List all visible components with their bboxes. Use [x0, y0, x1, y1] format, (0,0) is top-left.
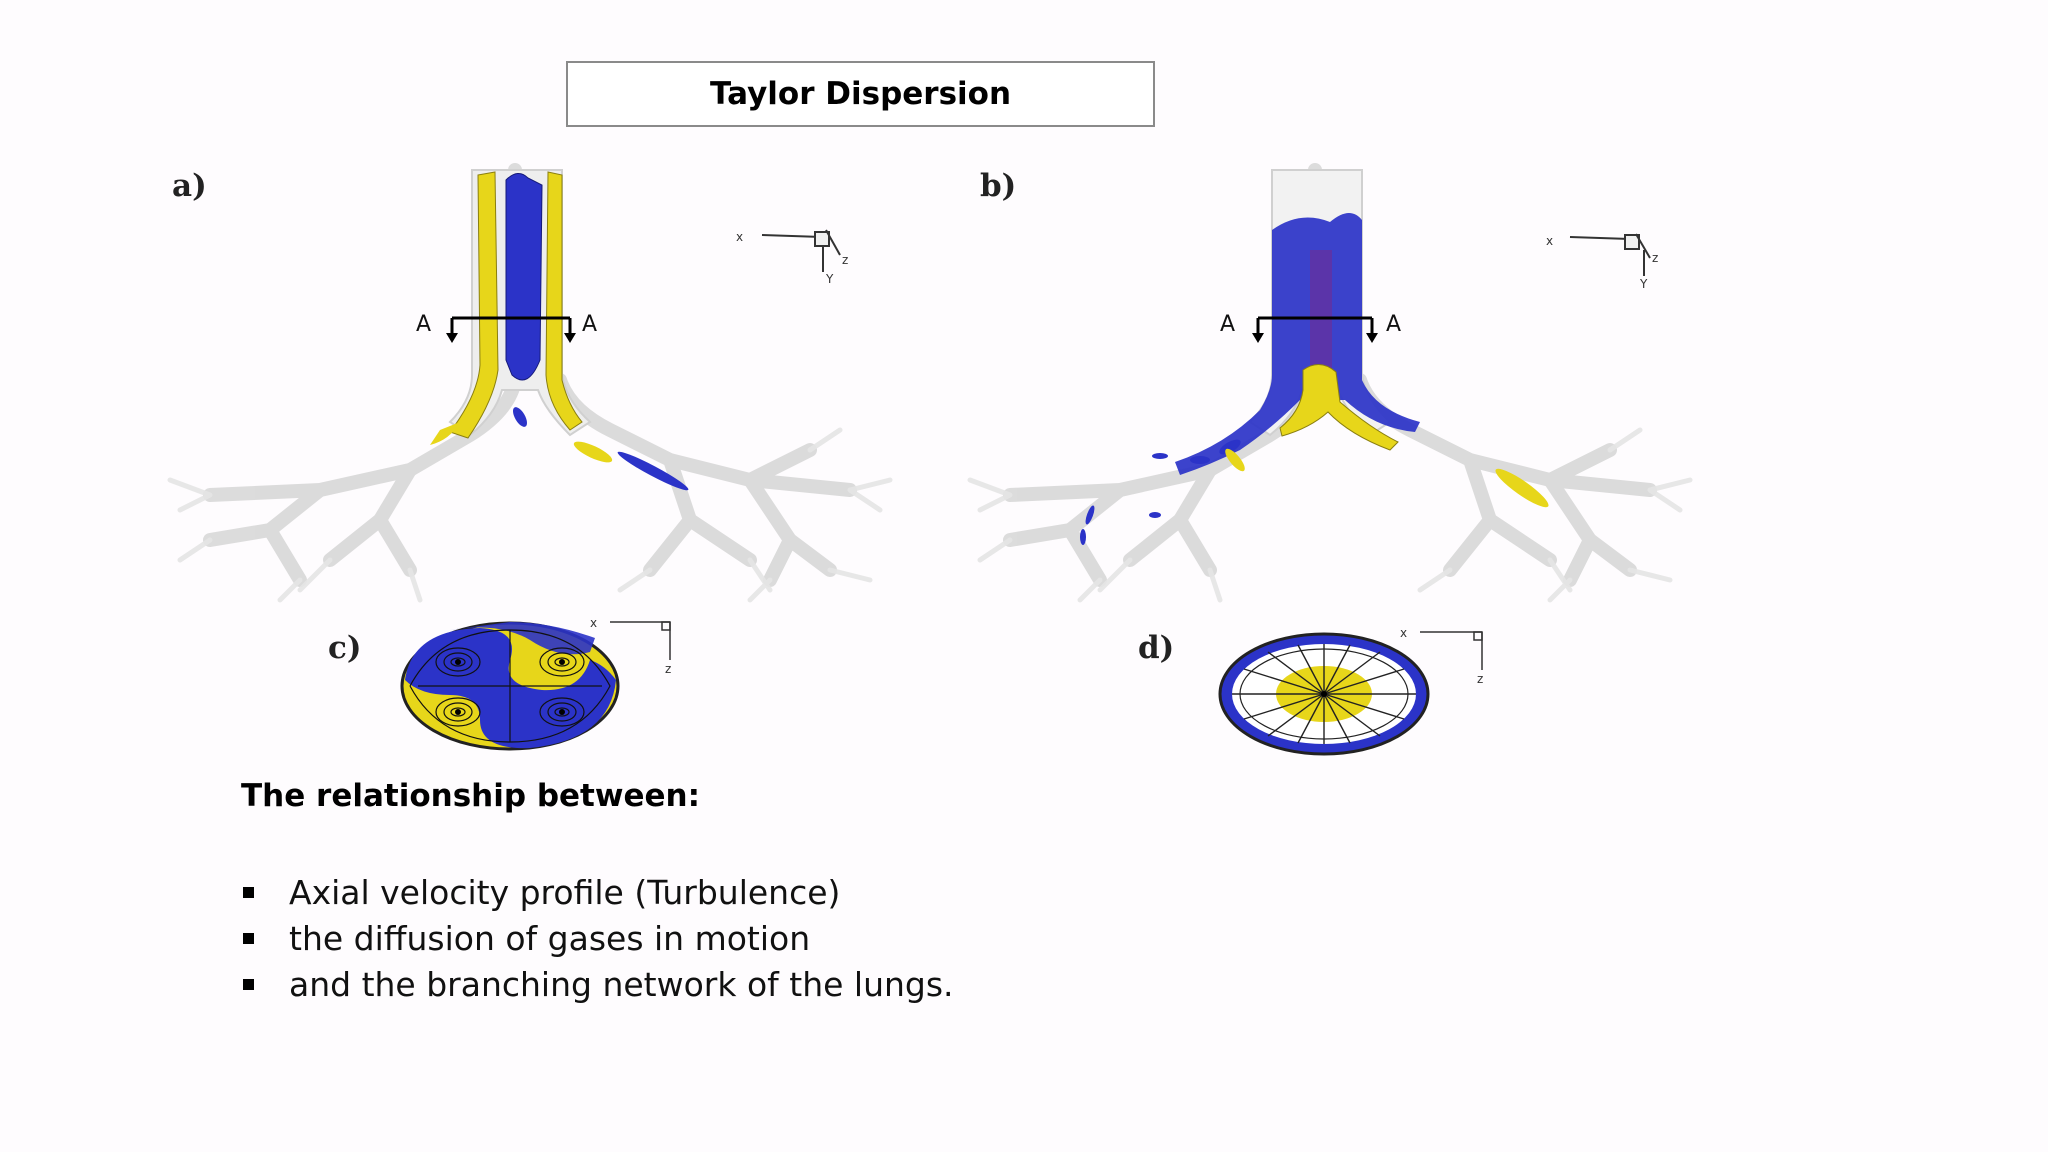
axis-x-d: x — [1400, 626, 1407, 640]
bullet-text: and the branching network of the lungs. — [289, 965, 954, 1004]
panel-d-label: d) — [1138, 630, 1174, 666]
square-bullet-icon — [243, 887, 254, 898]
axis-z-c: z — [665, 662, 671, 676]
cross-section-d — [1218, 632, 1430, 756]
axes-icon-d — [1420, 631, 1483, 670]
section-label-a-left: A — [416, 312, 431, 337]
section-marker-a — [446, 316, 576, 343]
panel-a-label: a) — [172, 168, 207, 204]
axis-x-a: x — [736, 230, 743, 244]
axes-icon-a — [761, 229, 841, 272]
bullet-item: Axial velocity profile (Turbulence) — [241, 870, 954, 916]
axis-z-b: z — [1652, 251, 1658, 265]
bullet-item: the diffusion of gases in motion — [241, 916, 954, 962]
axis-y-b: Y — [1639, 277, 1648, 291]
relationship-heading: The relationship between: — [241, 778, 701, 814]
axis-x-b: x — [1546, 234, 1553, 248]
cross-section-c — [400, 621, 620, 751]
panel-b: b) — [967, 163, 1693, 603]
panel-c: c) — [328, 616, 671, 751]
panel-c-label: c) — [328, 630, 362, 666]
square-bullet-icon — [243, 933, 254, 944]
section-label-b-right: A — [1386, 312, 1401, 337]
axes-icon-b — [1569, 233, 1651, 276]
slide-title: Taylor Dispersion — [709, 76, 1012, 112]
panel-a: a) — [167, 163, 893, 603]
section-label-a-right: A — [582, 312, 597, 337]
panel-d: d) — [1138, 626, 1483, 756]
title-box: Taylor Dispersion — [566, 61, 1155, 127]
section-label-b-left: A — [1220, 312, 1235, 337]
axis-z-d: z — [1477, 672, 1483, 686]
axis-x-c: x — [590, 616, 597, 630]
bullet-list: Axial velocity profile (Turbulence) the … — [241, 870, 954, 1008]
axis-z-a: z — [842, 253, 848, 267]
axis-y-a: Y — [825, 272, 834, 286]
axes-icon-c — [610, 621, 671, 660]
section-marker-b — [1252, 316, 1378, 343]
bullet-text: the diffusion of gases in motion — [289, 919, 811, 958]
bullet-text: Axial velocity profile (Turbulence) — [289, 873, 841, 912]
panel-b-label: b) — [980, 168, 1016, 204]
bullet-item: and the branching network of the lungs. — [241, 962, 954, 1008]
airway-figure: a) — [150, 160, 1770, 770]
square-bullet-icon — [243, 979, 254, 990]
